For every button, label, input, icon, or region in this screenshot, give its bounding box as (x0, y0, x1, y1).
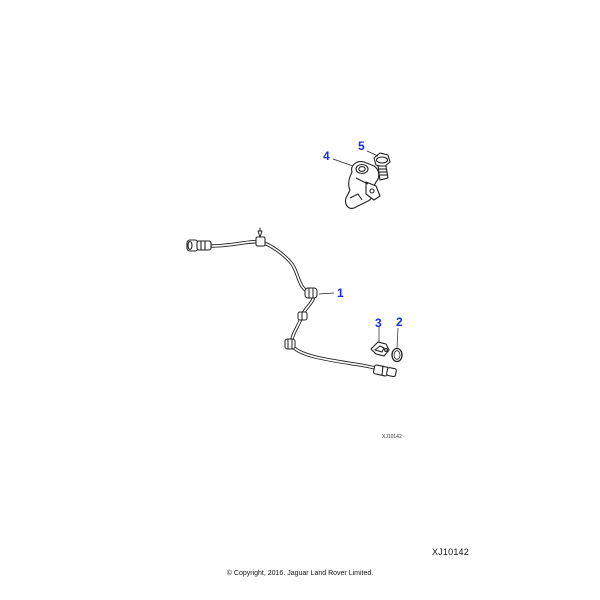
wheel-speed-sensor-harness (186, 227, 397, 378)
callout-2: 2 (396, 315, 403, 329)
sensor-retaining-clip (370, 341, 390, 357)
drawing-id-inset: XJ10142 (382, 434, 402, 440)
drawing-id: XJ10142 (432, 547, 469, 557)
o-ring-seal (391, 347, 403, 363)
callout-5: 5 (358, 139, 365, 153)
callout-1: 1 (337, 286, 344, 300)
wheel-speed-sensor (344, 161, 381, 209)
callout-3: 3 (375, 316, 382, 330)
callout-4: 4 (323, 149, 330, 163)
sensor-bolt (373, 152, 391, 181)
copyright-notice: © Copyright, 2016. Jaguar Land Rover Lim… (226, 570, 374, 577)
leader-lines (318, 150, 399, 349)
